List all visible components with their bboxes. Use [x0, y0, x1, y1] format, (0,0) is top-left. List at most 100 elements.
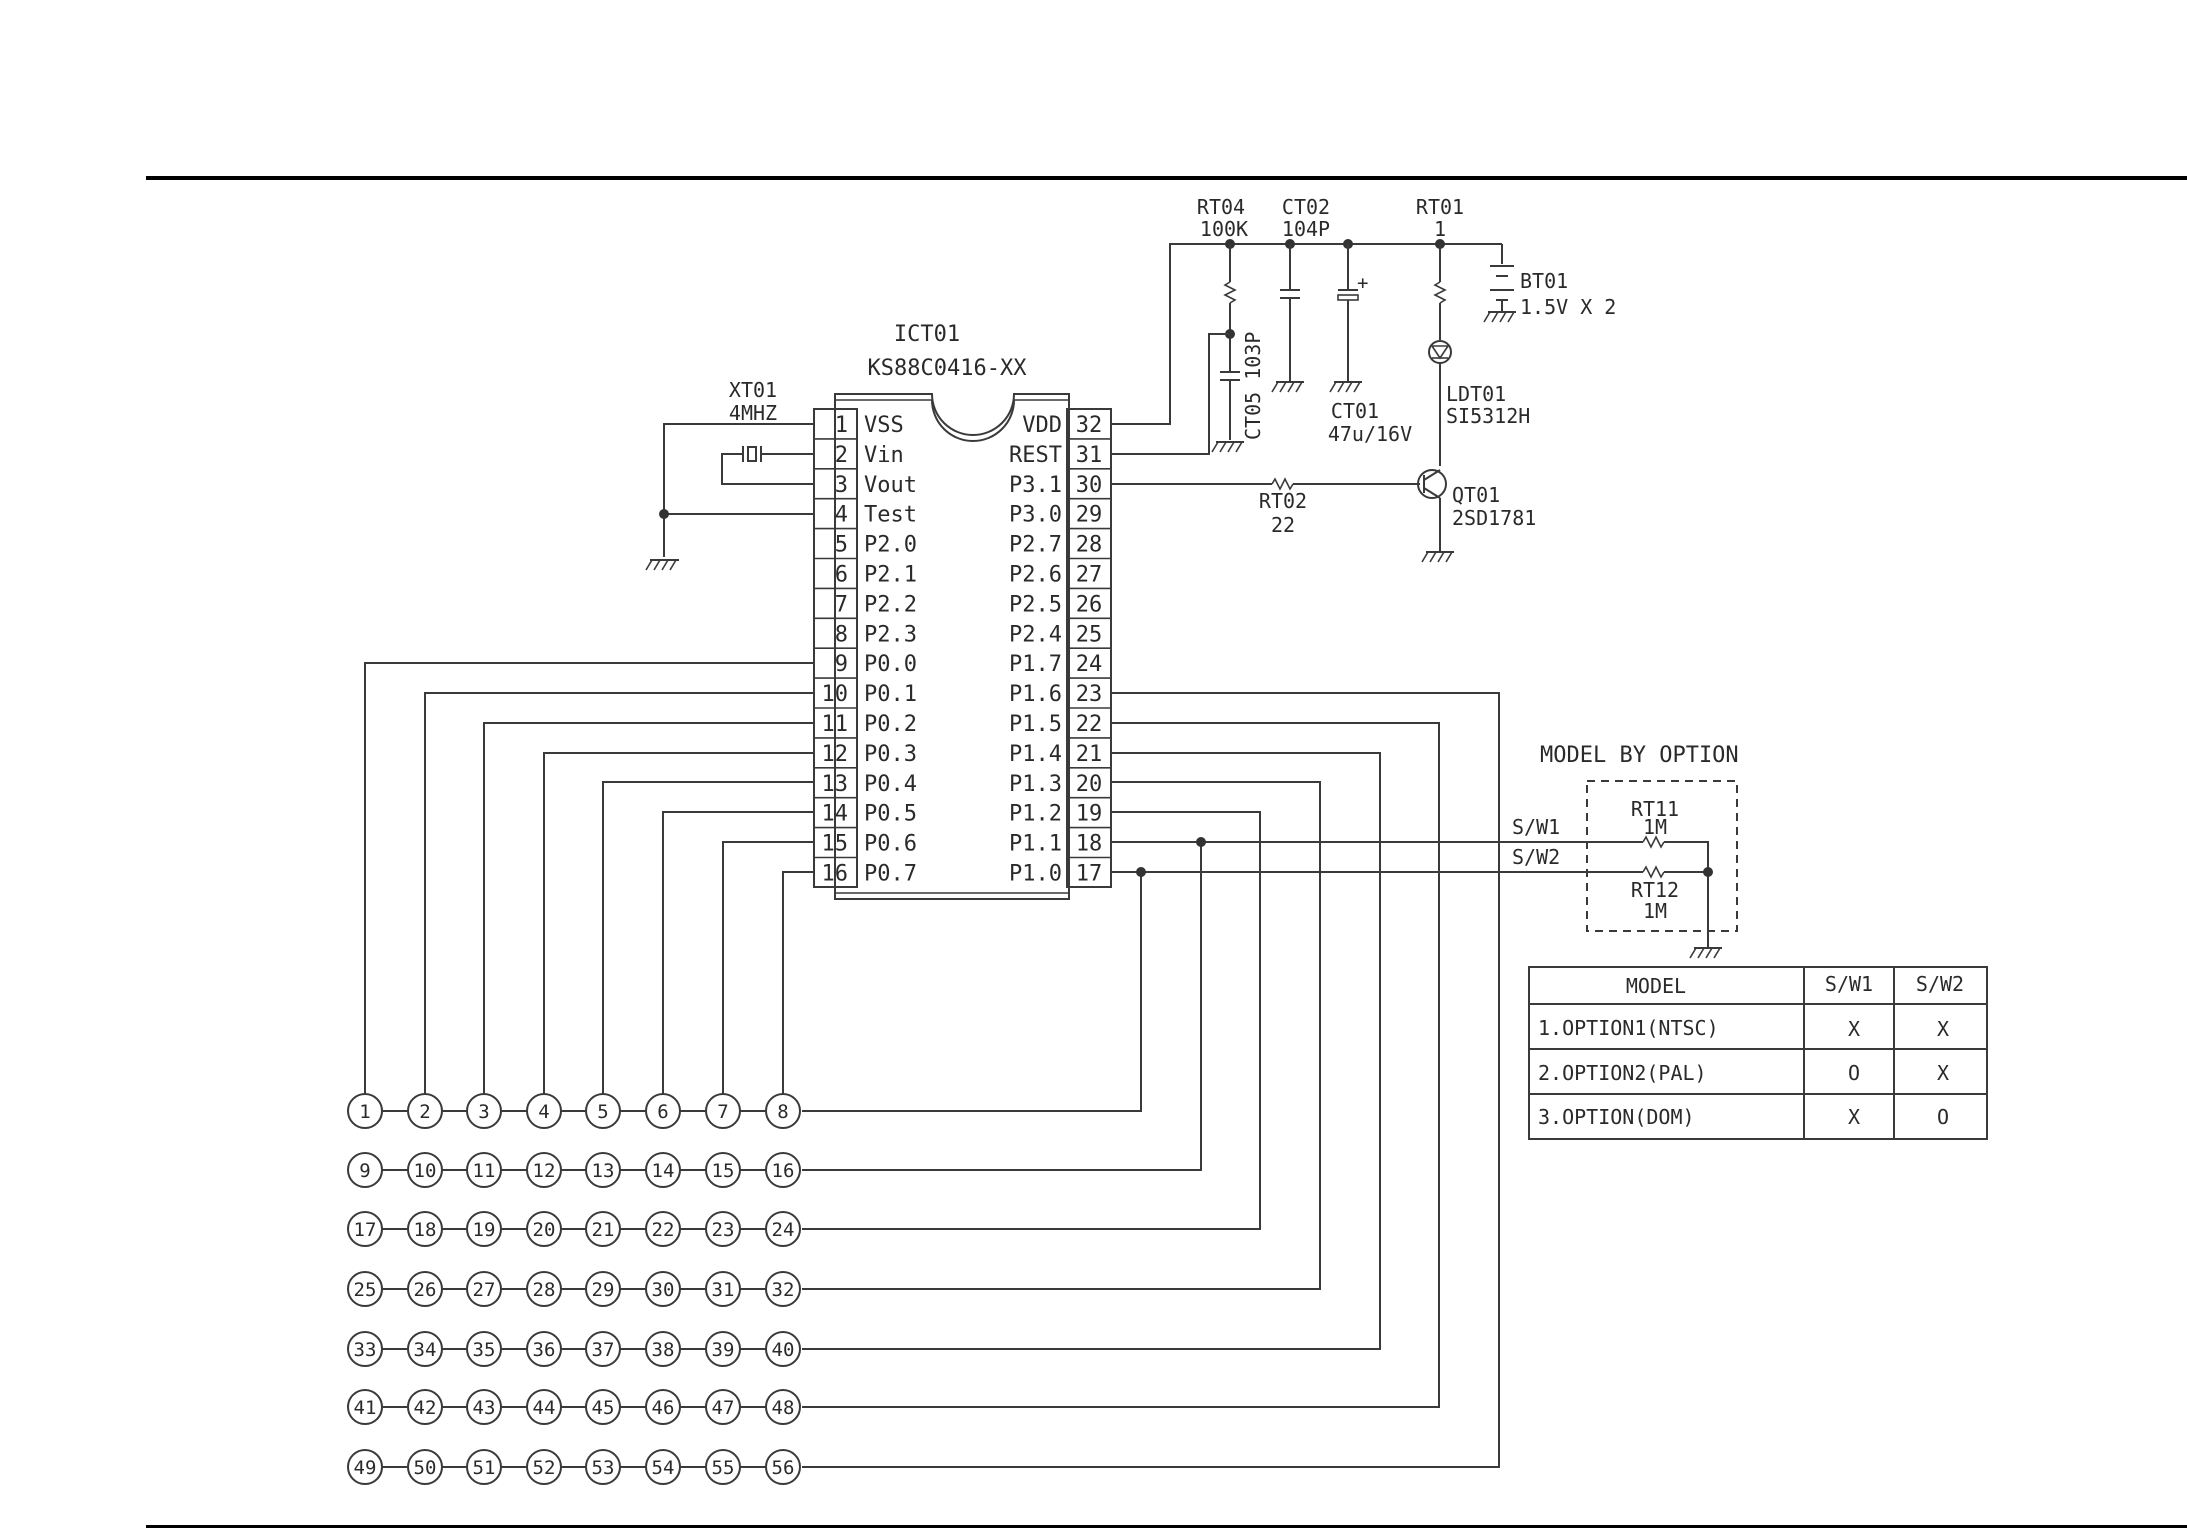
key-circle [765, 1093, 801, 1129]
ic-ref-label: ICT01 [894, 322, 960, 347]
right-pin-number: 31 [1076, 443, 1103, 468]
key-label: 54 [652, 1457, 675, 1479]
right-pin-name: P2.4 [1009, 622, 1062, 647]
key-label: 3 [478, 1101, 489, 1123]
right-pin-name: P1.5 [1009, 712, 1062, 737]
key-circle [585, 1449, 621, 1485]
rt11-ref: RT11 [1631, 797, 1679, 821]
key-label: 12 [533, 1160, 556, 1182]
left-pin-name: VSS [864, 413, 904, 438]
key-circle [765, 1331, 801, 1367]
bt01-ref: BT01 [1520, 269, 1568, 293]
key-label: 10 [414, 1160, 437, 1182]
left-pin-name: P0.7 [864, 861, 917, 886]
key-circle [585, 1211, 621, 1247]
table-cell: O [1848, 1061, 1860, 1085]
key-circle [585, 1093, 621, 1129]
right-pin-name: P1.2 [1009, 802, 1062, 827]
model-option-block: MODEL BY OPTION RT11 1M RT12 1M S/W1 S/W… [1111, 743, 1739, 959]
key-circle [645, 1449, 681, 1485]
left-pin-name: P0.2 [864, 712, 917, 737]
right-pin-number: 21 [1076, 742, 1103, 767]
key-label: 35 [473, 1339, 496, 1361]
right-pin-name: P2.5 [1009, 592, 1062, 617]
key-circle [526, 1389, 562, 1425]
key-label: 13 [592, 1160, 615, 1182]
key-label: 1 [359, 1101, 370, 1123]
key-circle [466, 1271, 502, 1307]
key-circle [347, 1211, 383, 1247]
key-label: 41 [354, 1397, 377, 1419]
left-pin-name: Test [864, 503, 917, 528]
right-pin-name: P1.6 [1009, 682, 1062, 707]
table-cell: X [1937, 1017, 1949, 1041]
left-pin-name: P0.1 [864, 682, 917, 707]
key-circle [585, 1271, 621, 1307]
ground-symbol [1421, 551, 1454, 563]
right-pin-name: VDD [1022, 413, 1062, 438]
key-label: 49 [354, 1457, 377, 1479]
key-label: 25 [354, 1279, 377, 1301]
right-pin-name: P2.7 [1009, 533, 1062, 558]
key-circle [645, 1389, 681, 1425]
key-label: 15 [712, 1160, 735, 1182]
key-label: 53 [592, 1457, 615, 1479]
table-header-sw1: S/W1 [1825, 972, 1873, 996]
xt01-value: 4MHZ [729, 401, 777, 425]
key-circle [347, 1389, 383, 1425]
right-pin-number: 32 [1076, 413, 1103, 438]
ct05-label: CT05 103P [1241, 332, 1265, 440]
key-circle [407, 1152, 443, 1188]
right-pin-name: P1.3 [1009, 772, 1062, 797]
ic-part-label: KS88C0416-XX [868, 356, 1028, 381]
key-circle [526, 1449, 562, 1485]
left-pin-number: 16 [822, 861, 849, 886]
key-label: 47 [712, 1397, 735, 1419]
key-label: 23 [712, 1219, 735, 1241]
key-label: 19 [473, 1219, 496, 1241]
key-circle [765, 1152, 801, 1188]
ground-symbol [1211, 441, 1244, 453]
table-cell: 3.OPTION(DOM) [1538, 1105, 1695, 1129]
ct01-ref: CT01 [1331, 399, 1379, 423]
key-circle [705, 1152, 741, 1188]
key-label: 50 [414, 1457, 437, 1479]
key-label: 21 [592, 1219, 615, 1241]
key-circle [347, 1093, 383, 1129]
right-pin-name: P3.1 [1009, 473, 1062, 498]
qt01-value: 2SD1781 [1452, 506, 1536, 530]
left-pin-name: P2.0 [864, 533, 917, 558]
left-pin-number: 4 [835, 503, 848, 528]
right-pin-name: P1.0 [1009, 861, 1062, 886]
right-pin-number: 30 [1076, 473, 1103, 498]
left-pin-number: 1 [835, 413, 848, 438]
key-label: 16 [772, 1160, 795, 1182]
svg-text:+: + [1357, 272, 1368, 294]
rt01-value: 1 [1434, 217, 1446, 241]
key-circle [526, 1093, 562, 1129]
key-label: 39 [712, 1339, 735, 1361]
left-pin-name: P2.3 [864, 622, 917, 647]
left-pin-name: P2.1 [864, 562, 917, 587]
key-circle [765, 1389, 801, 1425]
key-circle [645, 1152, 681, 1188]
right-pin-name: P1.4 [1009, 742, 1062, 767]
key-circle [347, 1331, 383, 1367]
key-label: 26 [414, 1279, 437, 1301]
key-label: 37 [592, 1339, 615, 1361]
right-pin-number: 23 [1076, 682, 1103, 707]
key-label: 11 [473, 1160, 496, 1182]
sw2-label: S/W2 [1512, 845, 1560, 869]
left-pin-number: 12 [822, 742, 849, 767]
qt01-ref: QT01 [1452, 483, 1500, 507]
key-label: 7 [717, 1101, 728, 1123]
key-label: 51 [473, 1457, 496, 1479]
table-cell: X [1848, 1105, 1860, 1129]
right-pin-number: 20 [1076, 772, 1103, 797]
key-label: 52 [533, 1457, 556, 1479]
key-circle [585, 1152, 621, 1188]
key-circle [466, 1093, 502, 1129]
option-dashed-box [1586, 780, 1738, 932]
key-circle [526, 1331, 562, 1367]
